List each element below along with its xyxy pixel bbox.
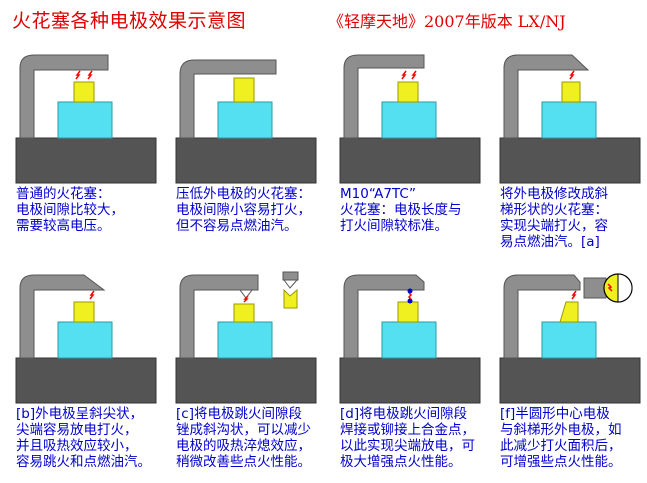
outer-electrode [503,274,581,359]
spark-icon [75,70,93,80]
outer-electrode [503,54,590,139]
outer-electrode [343,274,425,359]
groove-detail [282,271,299,309]
insulator [381,101,437,139]
outer-electrode [19,274,106,359]
electrode-groove [239,289,253,299]
engine-base [499,137,641,184]
insulator [57,321,113,359]
engine-base [175,357,317,404]
diagram-slanted-tip [15,274,157,404]
diagram-semicircle-electrode [499,273,641,404]
insulator [541,101,597,139]
caption-3: M10“A7TC” 火花塞：电极长度与 打火间隙较标准。 [340,186,462,234]
spark-icon [569,70,575,80]
caption-1: 普通的火花塞： 电极间隙比较大， 需要较高电压。 [16,186,124,234]
engine-base [15,357,157,404]
diagram-standard-plug [15,54,157,184]
page-title: 火花塞各种电极效果示意图 [12,10,247,32]
engine-base [175,137,317,184]
insulator [57,101,113,139]
center-electrode-tip [73,81,95,103]
outer-electrode [179,59,277,139]
insulator [217,321,273,359]
center-electrode-tip [559,301,579,323]
spark-icon [401,70,417,80]
engine-base [339,137,481,184]
caption-5: [b]外电极呈斜尖状， 尖端容易放电打火， 并且吸热效应较小， 容易跳火和点燃油… [16,406,151,470]
outer-electrode [179,274,259,359]
center-electrode-tip [397,81,419,103]
outer-electrode [19,54,109,139]
center-electrode-tip [233,303,255,323]
caption-6: [c]将电极跳火间隙段 锉成斜沟状，可以减少 电极的吸热淬熄效应， 稍微改善些点… [176,406,311,470]
engine-base [339,357,481,404]
panel-1: 普通的火花塞： 电极间隙比较大， 需要较高电压。 [12,48,162,234]
outer-electrode [343,54,425,139]
diagram-groove-electrode [175,271,317,404]
diagram-alloy-point [339,274,481,404]
spark-icon [571,290,577,300]
center-electrode-tip [561,81,581,103]
panel-5: [b]外电极呈斜尖状， 尖端容易放电打火， 并且吸热效应较小， 容易跳火和点燃油… [12,268,162,470]
caption-2: 压低外电极的火花塞： 电极间隙小容易打火， 但不容易点燃油汽。 [176,186,311,234]
center-electrode-tip [73,301,95,323]
insulator [541,321,597,359]
alloy-point-top [407,288,413,294]
caption-7: [d]将电极跳火间隙段 焊接或铆接上合金点， 以此实现尖端放电，可 极大增强点火… [340,406,475,470]
panel-2: 压低外电极的火花塞： 电极间隙小容易打火， 但不容易点燃油汽。 [172,48,322,234]
engine-base [499,357,641,404]
insulator [381,321,437,359]
diagram-lowered-electrode [175,59,317,184]
caption-4: 将外电极修改成斜 梯形状的火花塞： 实现尖端打火，容 易点燃油汽。[a] [500,186,608,250]
caption-8: [f]半圆形中心电极 与斜梯形外电极，如 此减少打火面积后， 可增强些点火性能。 [500,406,622,470]
spark-icon [89,290,95,300]
panel-6: [c]将电极跳火间隙段 锉成斜沟状，可以减少 电极的吸热淬熄效应， 稍微改善些点… [172,268,322,470]
panel-3: M10“A7TC” 火花塞：电极长度与 打火间隙较标准。 [336,48,486,234]
panel-7: [d]将电极跳火间隙段 焊接或铆接上合金点， 以此实现尖端放电，可 极大增强点火… [336,268,486,470]
center-electrode-tip [233,77,255,103]
panel-4: 将外电极修改成斜 梯形状的火花塞： 实现尖端打火，容 易点燃油汽。[a] [496,48,646,250]
diagram-trapezoid-electrode [499,54,641,184]
page-subtitle: 《轻摩天地》2007年版本 LX/NJ [328,12,566,31]
engine-base [15,137,157,184]
semicircle-detail [583,273,633,303]
center-electrode-tip [397,301,419,323]
insulator [217,101,273,139]
spark-icon [243,295,249,303]
panel-8: [f]半圆形中心电极 与斜梯形外电极，如 此减少打火面积后， 可增强些点火性能。 [496,268,646,470]
diagram-a7tc-plug [339,54,481,184]
spark-icon [407,292,413,300]
alloy-point-bottom [407,298,413,304]
